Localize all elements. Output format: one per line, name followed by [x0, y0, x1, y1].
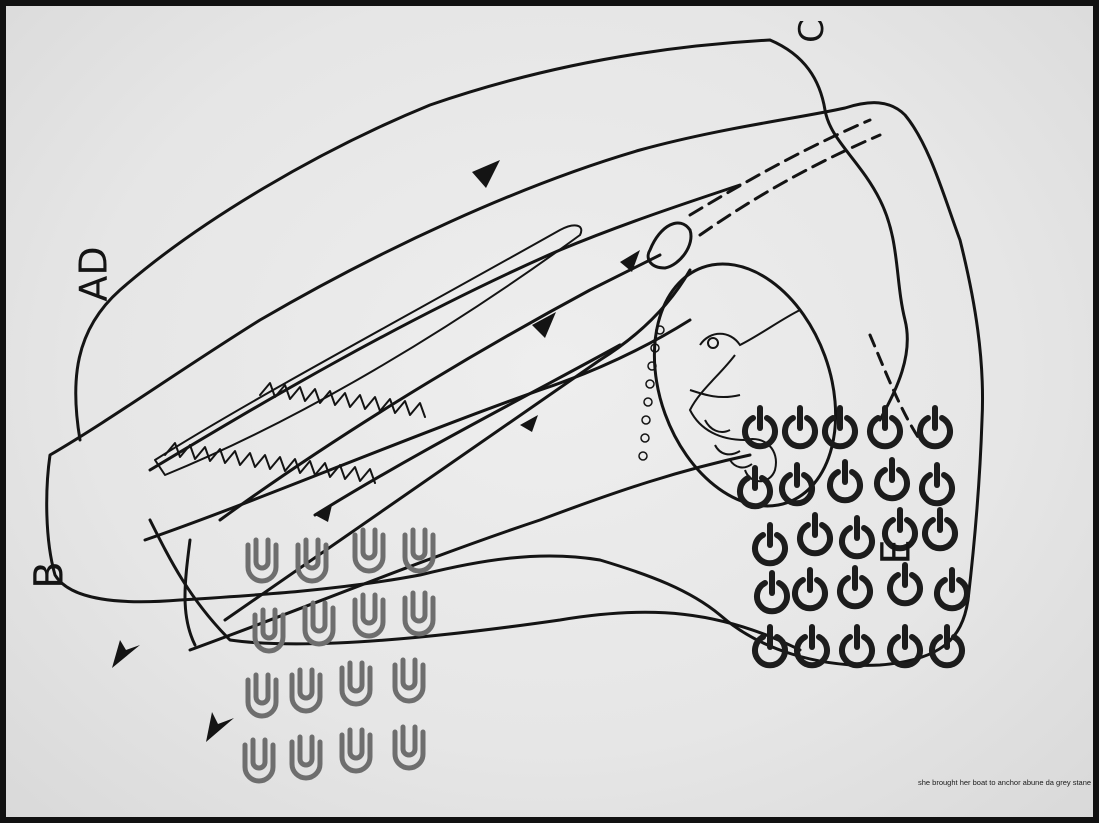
u-stamp-icon — [292, 737, 320, 778]
power-symbol-icon — [755, 525, 785, 563]
u-stamp-icon — [405, 593, 433, 634]
power-symbol-icon — [925, 510, 955, 548]
power-symbol-icon — [922, 465, 952, 503]
oar-line-3 — [315, 345, 620, 515]
power-symbol-icon — [890, 565, 920, 603]
power-symbol-icon — [785, 408, 815, 446]
power-symbol-icon — [740, 468, 770, 506]
dashed-mast-2 — [700, 135, 880, 235]
power-symbol-icon — [870, 408, 900, 446]
power-symbol-icon — [842, 518, 872, 556]
hull-line-bottom — [150, 520, 800, 650]
serrated-band-outline — [155, 225, 581, 475]
power-symbol-icon — [920, 408, 950, 446]
u-stamp-icon — [248, 675, 276, 716]
u-stamp-icon — [305, 603, 333, 644]
arrowhead-icon — [620, 250, 640, 272]
power-symbol-icon — [840, 568, 870, 606]
label-ad: AD — [75, 246, 113, 301]
power-symbol-icon — [757, 573, 787, 611]
u-stamp-icon — [395, 660, 423, 701]
power-stamp-group — [740, 408, 967, 665]
u-stamp-icon — [248, 540, 276, 581]
power-symbol-icon — [890, 627, 920, 665]
power-symbol-icon — [937, 570, 967, 608]
label-b: B — [30, 561, 70, 588]
power-symbol-icon — [830, 462, 860, 500]
u-stamp-icon — [395, 727, 423, 768]
arrowhead-icon — [472, 160, 500, 188]
arrowhead-icon — [206, 712, 234, 742]
caption-text: she brought her boat to anchor abune da … — [918, 778, 1091, 787]
power-symbol-icon — [877, 460, 907, 498]
u-stamp-icon — [355, 530, 383, 571]
u-stamp-icon — [245, 740, 273, 781]
sail-loop — [648, 223, 691, 268]
power-symbol-icon — [795, 570, 825, 608]
dashed-mast-1 — [690, 120, 870, 215]
label-e: E — [877, 539, 917, 564]
u-stamp-icon — [355, 595, 383, 636]
u-stamp-icon — [292, 670, 320, 711]
arrowhead-icon — [520, 415, 538, 432]
u-stamp-icon — [342, 730, 370, 771]
u-stamp-icon — [342, 663, 370, 704]
arrowhead-icon — [112, 640, 140, 668]
serrated-teeth — [165, 443, 375, 483]
power-symbol-icon — [800, 515, 830, 553]
power-symbol-icon — [825, 408, 855, 446]
stone-outline-outer — [76, 40, 908, 440]
label-c: C — [795, 19, 829, 43]
power-symbol-icon — [842, 627, 872, 665]
